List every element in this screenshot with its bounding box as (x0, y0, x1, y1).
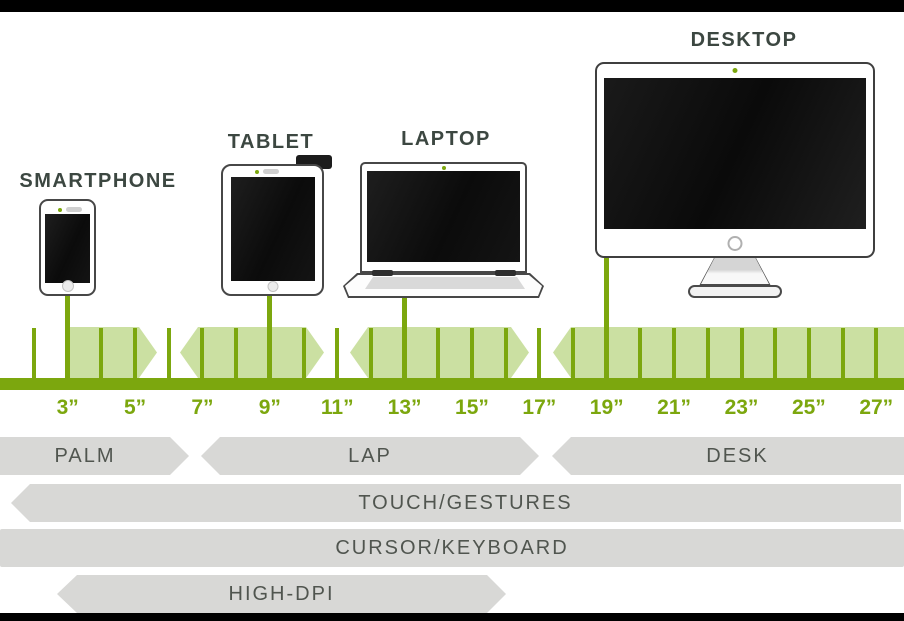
ruler-tick (503, 328, 508, 378)
laptop-keyboard-area (365, 277, 525, 289)
zone-cursor-keyboard-label: CURSOR/KEYBOARD (335, 536, 569, 559)
desktop-label: DESKTOP (690, 29, 798, 51)
ruler-tick (335, 328, 340, 378)
ruler-tick (301, 328, 306, 378)
ruler-tick-label: 25” (791, 396, 826, 419)
ruler-tick (638, 328, 643, 378)
zone-cursor-keyboard: CURSOR/KEYBOARD (0, 529, 904, 567)
zone-touch-gestures: TOUCH/GESTURES (11, 484, 901, 522)
ruler-tick (99, 328, 104, 378)
zone-lap-label: LAP (348, 444, 392, 467)
tablet-stem (267, 293, 273, 378)
ruler-tick (739, 328, 744, 378)
tablet-screen (231, 177, 315, 281)
smartphone-camera-icon (58, 208, 62, 212)
smartphone-stem (65, 293, 71, 378)
ruler-tick-label: 5” (123, 396, 147, 419)
laptop-webcam-icon (441, 166, 446, 170)
smartphone-screen (45, 214, 90, 283)
ruler-tick-label: 3” (56, 396, 79, 419)
ruler-tick-label: 27” (859, 396, 894, 419)
desktop-logo-circle-icon (727, 236, 743, 251)
ruler-tick (32, 328, 36, 378)
ruler-tick (773, 328, 778, 378)
desktop-illustration (595, 62, 875, 258)
smartphone-home-button-icon (61, 280, 74, 292)
ruler-tick (436, 328, 441, 378)
desktop-stand-neck-surface (701, 258, 769, 284)
laptop-screen (367, 171, 520, 262)
ruler-tick (368, 328, 373, 378)
laptop-illustration (360, 162, 527, 273)
zone-desk-label: DESK (706, 444, 769, 467)
ruler-tick-label: 13” (387, 396, 422, 419)
zone-high-dpi: HIGH-DPI (57, 575, 506, 613)
smartphone-label: SMARTPHONE (19, 170, 177, 192)
zone-palm-label: PALM (54, 444, 116, 467)
ruler-tick (571, 328, 576, 378)
laptop-base (343, 273, 544, 298)
desktop-stand-neck (699, 258, 771, 286)
desktop-stand-base (688, 285, 782, 298)
ruler-tick (705, 328, 710, 378)
ruler-tick-label: 17” (522, 396, 557, 419)
ruler-tick (200, 328, 205, 378)
top-frame-bar (0, 0, 904, 12)
tablet-illustration (221, 164, 324, 296)
ruler-tick (806, 328, 811, 378)
ruler-bar (0, 378, 904, 390)
ruler-tick-label: 19” (589, 396, 624, 419)
desktop-stem (604, 255, 610, 378)
ruler-tick (234, 328, 239, 378)
ruler-tick-label: 11” (320, 396, 354, 419)
bottom-frame-bar (0, 613, 904, 621)
smartphone-speaker-icon (66, 207, 82, 212)
ruler-tick-label: 9” (258, 396, 281, 419)
zone-lap: LAP (201, 437, 539, 475)
desktop-screen (604, 78, 866, 229)
ruler-tick (133, 328, 138, 378)
tablet-speaker-icon (263, 169, 279, 174)
laptop-base-surface (345, 275, 542, 296)
ruler-tick-label: 15” (455, 396, 489, 419)
smartphone-illustration (39, 199, 96, 296)
zone-desk: DESK (552, 437, 904, 475)
ruler-tick-label: 7” (191, 396, 214, 419)
laptop-hinge-icon (495, 270, 516, 276)
ruler-tick (469, 328, 474, 378)
ruler-tick-label: 23” (724, 396, 759, 419)
range-arrow-3-to-6 (68, 327, 157, 378)
ruler-tick-label: 21” (657, 396, 692, 419)
laptop-hinge-icon (372, 270, 393, 276)
ruler-tick (166, 328, 171, 378)
zone-touch-gestures-label: TOUCH/GESTURES (358, 491, 573, 514)
ruler-tick (840, 328, 845, 378)
range-arrow-17-plus (553, 327, 904, 378)
tablet-camera-icon (255, 170, 259, 174)
zone-palm: PALM (0, 437, 189, 475)
laptop-stem (402, 295, 408, 378)
ruler-tick (672, 328, 677, 378)
desktop-camera-icon (732, 68, 738, 73)
ruler-tick (874, 328, 879, 378)
ruler-tick (537, 328, 542, 378)
laptop-label: LAPTOP (401, 128, 491, 150)
tablet-home-button-icon (267, 281, 278, 292)
tablet-label: TABLET (227, 131, 315, 153)
zone-high-dpi-label: HIGH-DPI (228, 582, 335, 605)
